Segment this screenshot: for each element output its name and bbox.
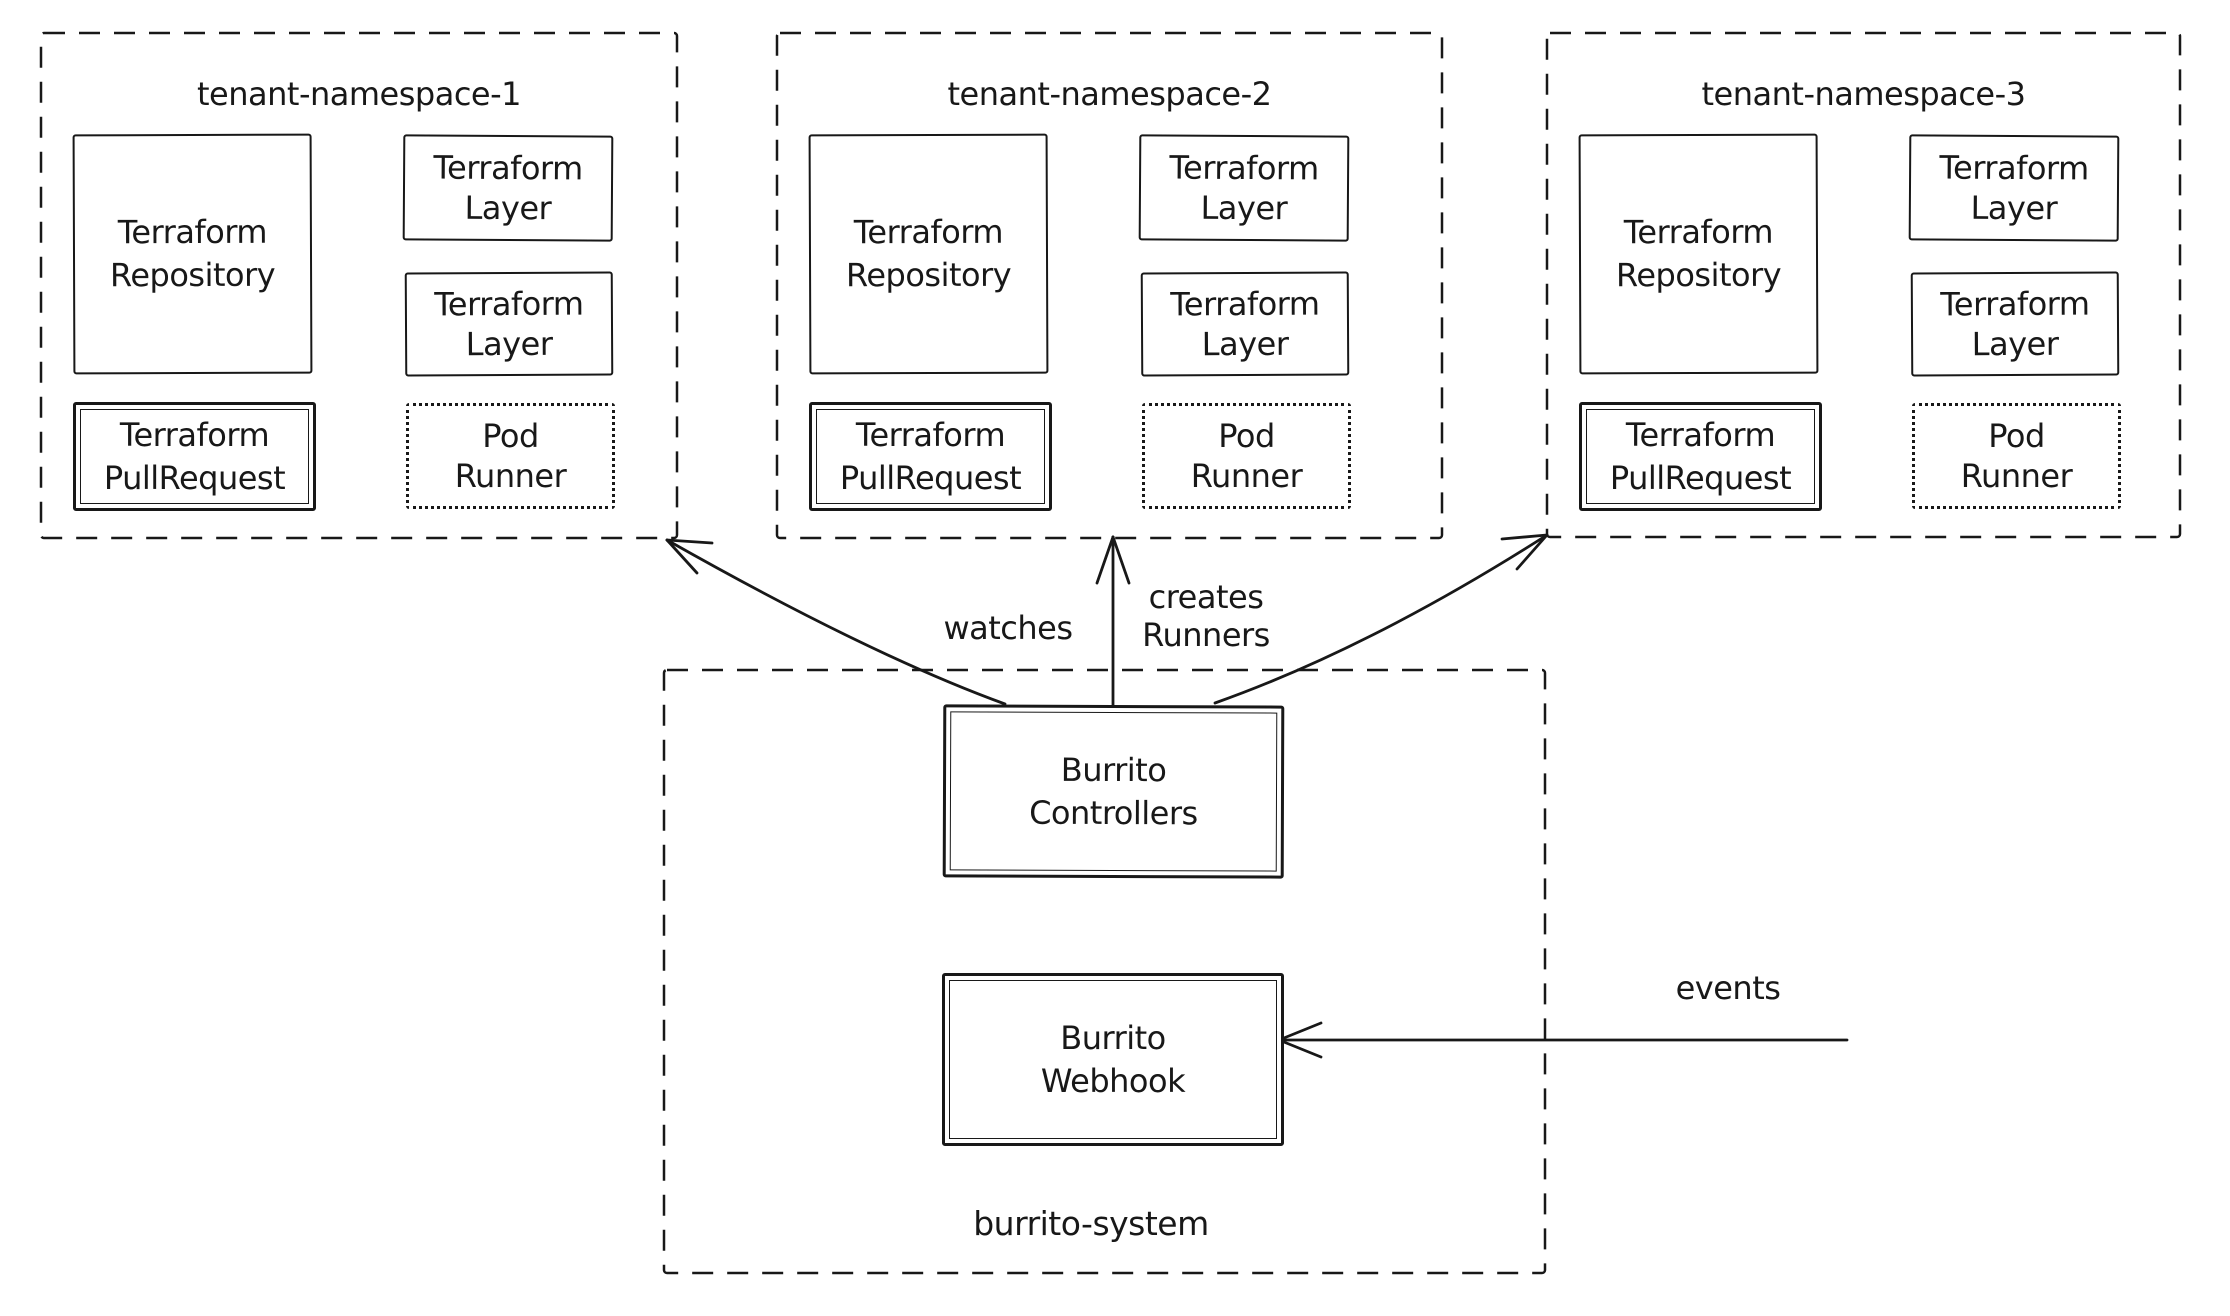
terraform-pullrequest-label-line2: PullRequest (1609, 458, 1792, 497)
terraform-repository-label-line1: Terraform (853, 212, 1004, 252)
terraform-pullrequest-box: Terraform PullRequest (1579, 402, 1822, 511)
creates-runners-label: creates Runners (1081, 578, 1331, 654)
events-arrow (1277, 1021, 1849, 1059)
terraform-layer-label-line1: Terraform (1939, 148, 2089, 188)
terraform-layer-label-line1: Terraform (434, 284, 584, 324)
terraform-layer-label-line2: Layer (465, 324, 553, 364)
namespace-3-title: tenant-namespace-3 (1701, 75, 2026, 113)
terraform-layer-box: Terraform Layer (1910, 271, 2120, 377)
namespace-1-title: tenant-namespace-1 (196, 75, 522, 113)
terraform-repository-label-line1: Terraform (117, 212, 268, 252)
terraform-layer-label-line2: Layer (1201, 324, 1289, 364)
burrito-system-outline (662, 668, 1547, 1275)
pod-runner-label-line1: Pod (1218, 417, 1275, 455)
terraform-layer-label-line1: Terraform (433, 148, 583, 188)
namespace-box-2: tenant-namespace-2 Terraform Repository … (777, 33, 1442, 538)
terraform-pullrequest-label-line2: PullRequest (839, 458, 1022, 497)
terraform-layer-label-line1: Terraform (1170, 284, 1320, 324)
terraform-layer-label-line1: Terraform (1940, 284, 2090, 324)
burrito-controllers-label-line2: Controllers (1029, 793, 1198, 832)
pod-runner-box: Pod Runner (406, 403, 615, 509)
terraform-layer-box: Terraform Layer (1138, 134, 1350, 242)
burrito-webhook-label-line2: Webhook (1040, 1061, 1186, 1100)
terraform-layer-box: Terraform Layer (404, 271, 614, 377)
controllers-to-namespace-3-arrow (1213, 533, 1549, 705)
pod-runner-label-line2: Runner (454, 457, 567, 495)
pod-runner-label-line2: Runner (1960, 457, 2073, 495)
terraform-pullrequest-box: Terraform PullRequest (73, 402, 316, 511)
terraform-pullrequest-label-line1: Terraform (119, 415, 270, 454)
terraform-repository-label-line2: Repository (845, 255, 1012, 295)
terraform-repository-box: Terraform Repository (808, 133, 1049, 375)
terraform-repository-label-line2: Repository (109, 255, 276, 295)
terraform-repository-box: Terraform Repository (72, 133, 313, 375)
terraform-pullrequest-label-line1: Terraform (1625, 415, 1776, 454)
terraform-layer-label-line2: Layer (1971, 324, 2059, 364)
terraform-layer-box: Terraform Layer (1908, 134, 2120, 242)
terraform-repository-label-line2: Repository (1615, 255, 1782, 295)
terraform-repository-label-line1: Terraform (1623, 212, 1774, 252)
terraform-repository-box: Terraform Repository (1578, 133, 1819, 375)
burrito-system-label: burrito-system (973, 1204, 1209, 1243)
creates-runners-label-line1: creates (1148, 578, 1264, 616)
terraform-layer-box: Terraform Layer (402, 134, 614, 242)
watches-arrow (665, 538, 1007, 706)
terraform-layer-label-line2: Layer (1970, 188, 2058, 228)
namespace-2-outline (775, 31, 1444, 540)
namespace-box-3: tenant-namespace-3 Terraform Repository … (1547, 33, 2180, 537)
pod-runner-label-line1: Pod (482, 417, 539, 455)
terraform-layer-label-line1: Terraform (1169, 148, 1319, 188)
events-label: events (1675, 969, 1781, 1007)
creates-runners-label-line2: Runners (1142, 616, 1270, 654)
burrito-webhook-label-line1: Burrito (1060, 1018, 1166, 1057)
burrito-webhook-box: Burrito Webhook (942, 973, 1284, 1146)
watches-label: watches (943, 609, 1073, 647)
terraform-layer-box: Terraform Layer (1140, 271, 1350, 377)
pod-runner-box: Pod Runner (1912, 403, 2121, 509)
burrito-controllers-box: Burrito Controllers (942, 704, 1285, 879)
namespace-box-1: tenant-namespace-1 Terraform Repository … (41, 33, 677, 538)
burrito-system-box: Burrito Controllers Burrito Webhook burr… (664, 670, 1545, 1273)
terraform-pullrequest-box: Terraform PullRequest (809, 402, 1052, 511)
namespace-3-outline (1545, 31, 2182, 539)
terraform-layer-label-line2: Layer (1200, 188, 1288, 228)
burrito-controllers-label-line1: Burrito (1060, 750, 1167, 789)
creates-runners-arrow (1095, 535, 1131, 707)
terraform-layer-label-line2: Layer (464, 188, 552, 228)
pod-runner-box: Pod Runner (1142, 403, 1351, 509)
pod-runner-label-line1: Pod (1988, 417, 2045, 455)
terraform-pullrequest-label-line2: PullRequest (103, 458, 286, 497)
terraform-pullrequest-label-line1: Terraform (855, 415, 1006, 454)
pod-runner-label-line2: Runner (1190, 457, 1303, 495)
namespace-1-outline (39, 31, 679, 540)
namespace-2-title: tenant-namespace-2 (947, 75, 1272, 113)
